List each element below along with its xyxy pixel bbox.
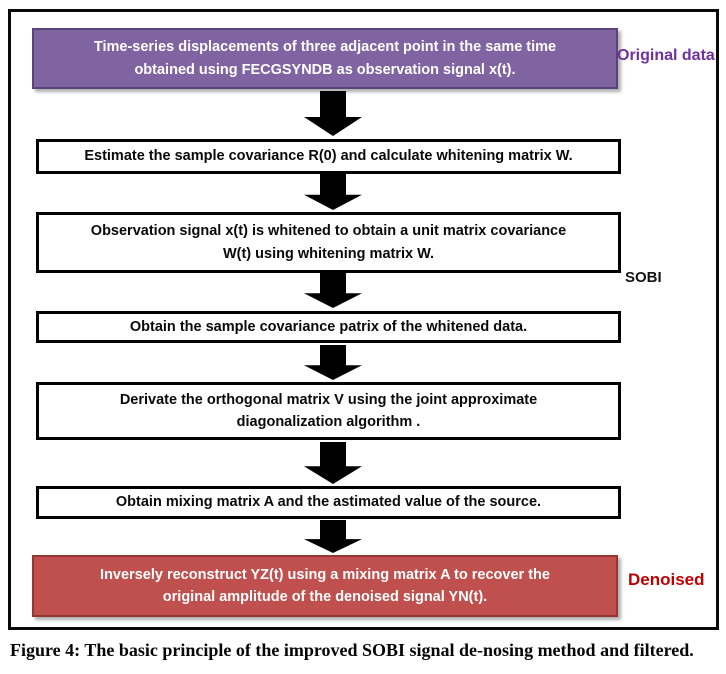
flow-box-original-data: Time-series displacements of three adjac… [32, 28, 618, 89]
flow-box-whitening-matrix: Estimate the sample covariance R(0) and … [36, 139, 621, 174]
figure-caption: Figure 4: The basic principle of the imp… [10, 640, 694, 660]
flow-box-mixing-matrix: Obtain mixing matrix A and the astimated… [36, 486, 621, 519]
flowchart-frame: Time-series displacements of three adjac… [8, 9, 719, 630]
flow-box-whitened-signal: Observation signal x(t) is whitened to o… [36, 212, 621, 273]
flow-box-text: Obtain the sample covariance patrix of t… [129, 318, 528, 335]
flow-box-text: diagonalization algorithm . [236, 414, 421, 430]
down-arrow [304, 91, 362, 136]
down-arrow [304, 174, 362, 210]
denoised-label: Denoised [628, 570, 705, 589]
flow-box-text: Obtain mixing matrix A and the astimated… [115, 494, 542, 511]
flow-box-text: Inversely reconstruct YZ(t) using a mixi… [100, 566, 550, 583]
down-arrow [304, 520, 362, 553]
flow-box-reconstruction: Inversely reconstruct YZ(t) using a mixi… [32, 555, 618, 617]
original-data-label: Original data [617, 47, 715, 64]
down-arrow [304, 442, 362, 484]
flow-box-text: W(t) using whitening matrix W. [222, 245, 435, 262]
down-arrow [304, 345, 362, 380]
flow-box-text: obtained using FECGSYNDB as observation … [134, 61, 516, 78]
flow-box-text: Estimate the sample covariance R(0) and … [84, 148, 573, 165]
flow-box-sample-covariance: Obtain the sample covariance patrix of t… [36, 311, 621, 343]
flow-box-text: Time-series displacements of three adjac… [93, 39, 557, 56]
flow-box-text: original amplitude of the denoised signa… [162, 589, 488, 605]
sobi-label: SOBI [625, 269, 662, 286]
down-arrow [304, 273, 362, 308]
flow-box-text: Derivate the orthogonal matrix V using t… [119, 391, 538, 408]
flow-box-orthogonal-matrix: Derivate the orthogonal matrix V using t… [36, 382, 621, 440]
flow-box-text: Observation signal x(t) is whitened to o… [90, 223, 567, 240]
